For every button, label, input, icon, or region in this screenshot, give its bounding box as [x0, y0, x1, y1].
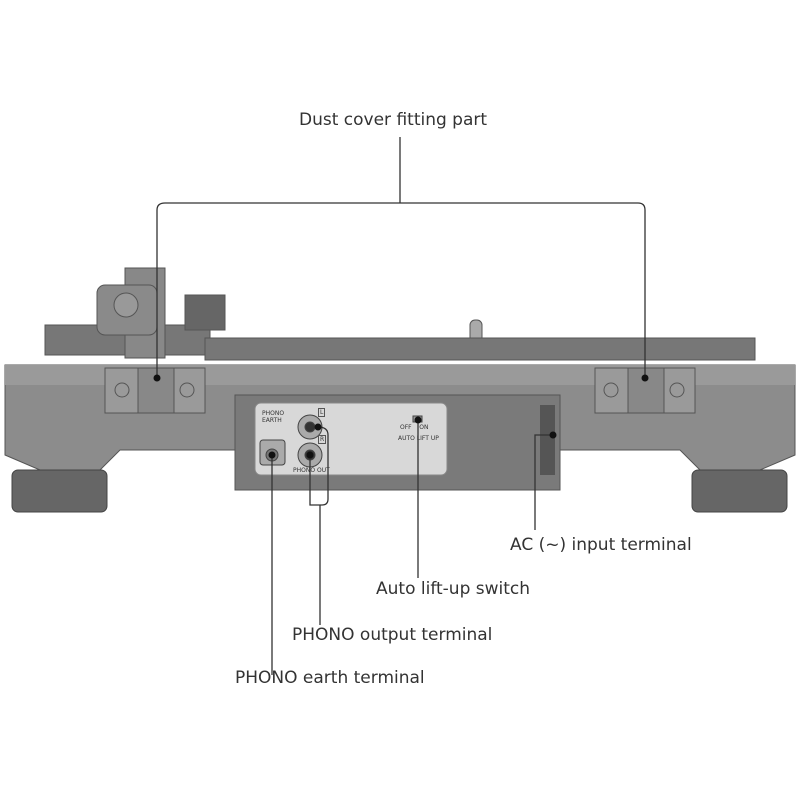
panel-left: L [318, 408, 326, 417]
panel-off-on: OFF ON [400, 424, 429, 431]
callout-auto-lift: Auto lift-up switch [376, 579, 531, 599]
leader-lines [156, 137, 646, 675]
callout-phono-out: PHONO output terminal [292, 625, 493, 645]
tonearm [44, 267, 483, 359]
panel-auto-lift-up: AUTO LIFT UP [398, 435, 439, 442]
feet [11, 469, 788, 513]
callout-ac-input: AC (~) input terminal [510, 535, 692, 555]
callout-dust-cover: Dust cover fitting part [299, 110, 488, 130]
panel-phono-out: PHONO OUT [293, 467, 330, 474]
panel-right: R [318, 435, 327, 444]
panel-phono-earth: PHONO EARTH [262, 410, 285, 424]
callout-phono-earth: PHONO earth terminal [235, 668, 425, 688]
